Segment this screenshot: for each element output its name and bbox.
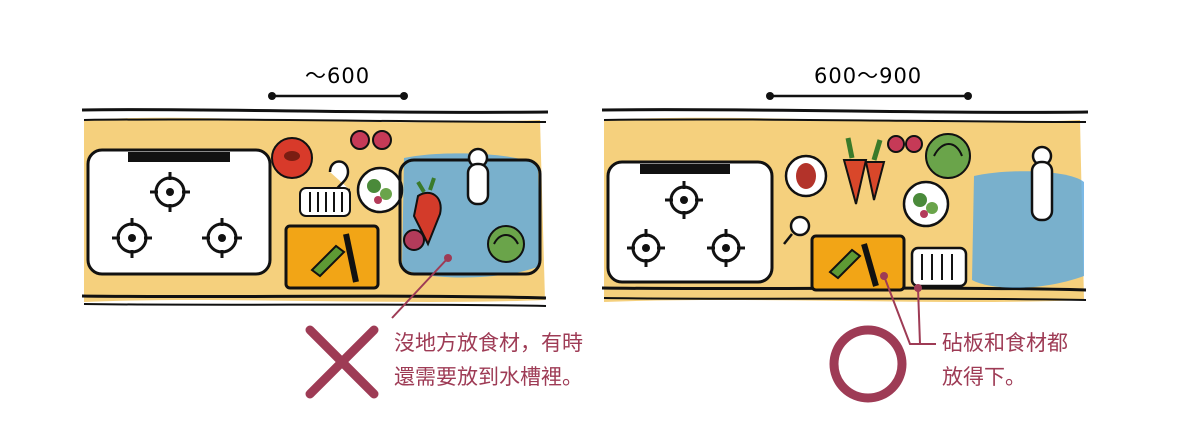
right-dimension-line bbox=[766, 92, 972, 100]
carrots-icon bbox=[842, 137, 886, 205]
right-dimension-label: 600～900 bbox=[814, 64, 923, 88]
right-note: 砧板和食材都 放得下。 bbox=[942, 326, 1068, 394]
left-dimension-label: ～600 bbox=[305, 64, 371, 88]
left-callout-dot bbox=[444, 254, 452, 262]
right-callout-dot-1 bbox=[880, 272, 888, 280]
left-counter-top-edge-2 bbox=[83, 118, 547, 123]
salad-bowl-icon bbox=[356, 166, 404, 214]
left-cutting-board bbox=[284, 224, 380, 290]
left-dimension-line bbox=[268, 92, 408, 100]
left-callout-line bbox=[391, 257, 449, 319]
right-kitchen-layout bbox=[601, 92, 1089, 403]
left-note-line-1: 沒地方放食材，有時 bbox=[394, 331, 583, 355]
right-counter-top-edge-2 bbox=[603, 118, 1087, 123]
burner-icon bbox=[627, 229, 665, 267]
left-counter-top-edge bbox=[81, 108, 549, 114]
onion-icon bbox=[350, 130, 392, 150]
garlic-icon bbox=[783, 215, 811, 245]
knife-icon bbox=[343, 233, 359, 283]
egg-icon bbox=[328, 160, 350, 192]
left-note: 沒地方放食材，有時 還需要放到水槽裡。 bbox=[394, 326, 583, 394]
burner-icon bbox=[707, 229, 745, 267]
right-counter-top-edge bbox=[601, 108, 1089, 114]
faucet-icon bbox=[1030, 145, 1054, 222]
circle-mark-icon bbox=[829, 325, 907, 403]
right-counter-bottom-edge-2 bbox=[603, 297, 1087, 301]
right-callout-dot-2 bbox=[914, 284, 922, 292]
right-cutting-board bbox=[810, 234, 906, 292]
tomato-icon bbox=[271, 137, 313, 179]
radish-in-sink-icon bbox=[403, 177, 442, 251]
burner-icon bbox=[112, 218, 152, 258]
knife-icon bbox=[861, 243, 879, 287]
right-note-line-2: 放得下。 bbox=[942, 365, 1026, 389]
mushrooms-icon bbox=[910, 246, 968, 288]
faucet-icon bbox=[466, 147, 490, 206]
burner-icon bbox=[150, 172, 190, 212]
left-stove bbox=[86, 148, 272, 276]
burner-icon bbox=[202, 218, 242, 258]
tomato-bowl-icon bbox=[784, 154, 828, 198]
left-kitchen-layout bbox=[81, 92, 549, 399]
cabbage-in-sink-icon bbox=[487, 225, 525, 263]
onions-icon bbox=[887, 135, 923, 153]
left-counter-bottom-edge-2 bbox=[83, 303, 547, 307]
left-sink bbox=[398, 147, 542, 278]
right-callout-line-food bbox=[917, 287, 936, 345]
mushrooms-icon bbox=[299, 187, 351, 217]
right-sink bbox=[972, 145, 1084, 288]
left-counter-bottom-edge bbox=[81, 294, 547, 300]
salad-bowl-icon bbox=[902, 180, 950, 228]
right-stove bbox=[606, 160, 774, 284]
cross-mark-icon bbox=[305, 325, 379, 399]
burner-icon bbox=[665, 181, 703, 219]
left-note-line-2: 還需要放到水槽裡。 bbox=[394, 365, 583, 389]
cabbage-icon bbox=[925, 133, 971, 179]
right-note-line-1: 砧板和食材都 bbox=[942, 331, 1068, 355]
